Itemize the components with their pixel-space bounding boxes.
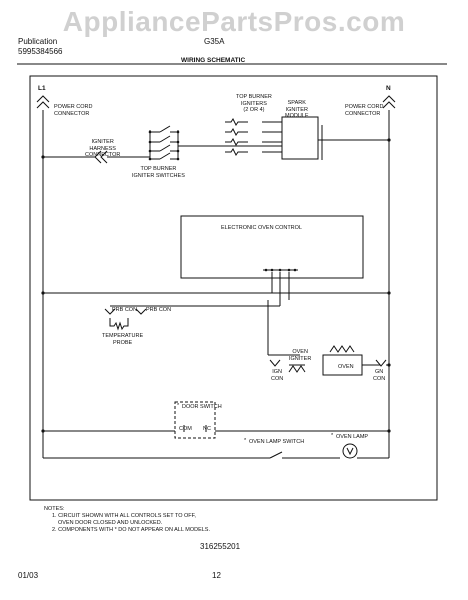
note-line: 1. CIRCUIT SHOWN WITH ALL CONTROLS SET T… [52,513,196,519]
door-switch-label: DOOR SWITCH [182,404,222,410]
notes-block: NOTES: 1. CIRCUIT SHOWN WITH ALL CONTROL… [44,506,210,534]
top-burner-igniter-set [225,118,248,156]
diagram-number: 316255201 [200,542,241,551]
electronic-oven-control-label: ELECTRONIC OVEN CONTROL [221,225,302,231]
ign-con-icon [269,359,281,367]
n-label: N [386,85,391,92]
footer-date: 01/03 [18,571,39,580]
temperature-probe-icon [109,318,129,331]
model-number: G35A [204,37,225,46]
diagram-title: WIRING SCHEMATIC [181,57,246,64]
oven-lamp-label: OVEN LAMP [336,434,369,440]
door-switch-box [174,401,216,439]
note-line: OVEN DOOR CLOSED AND UNLOCKED. [58,520,163,526]
prb-con-left-label: PRB CON [112,307,138,313]
oven-valve-coil-icon [329,345,355,353]
igniter-harness-connector-icon [94,150,108,164]
page-number: 12 [212,571,221,580]
power-cord-connector-left [36,95,50,109]
publication-number: 5995384566 [18,47,63,56]
notes-heading: NOTES: [44,506,65,512]
door-switch-com-label: COM [179,426,192,432]
note-line: 2. COMPONENTS WITH * DO NOT APPEAR ON AL… [52,527,211,533]
door-switch-star: * [177,403,180,409]
oven-igniter-icon [288,365,306,373]
watermark: AppliancePartsPros.com [62,6,406,37]
prb-con-left-icon [104,308,116,315]
igniter-switch-set [150,125,178,160]
diagram-frame [29,75,438,501]
oven-lamp-switch-label: OVEN LAMP SWITCH [249,439,305,445]
oven-lamp-icon [342,443,358,459]
oven-label: OVEN [338,364,354,370]
prb-con-right-label: PRB CON [146,307,172,313]
spark-igniter-module [281,116,319,160]
prb-con-right-icon [135,308,147,315]
oven-lamp-switch-star: * [244,438,247,444]
door-switch-nc-label: NC [203,426,211,432]
l1-label: L1 [38,85,46,92]
publication-label: Publication [18,37,58,46]
power-cord-connector-right [382,95,396,109]
oven-lamp-star: * [331,433,334,439]
gn-con-icon [375,359,387,367]
